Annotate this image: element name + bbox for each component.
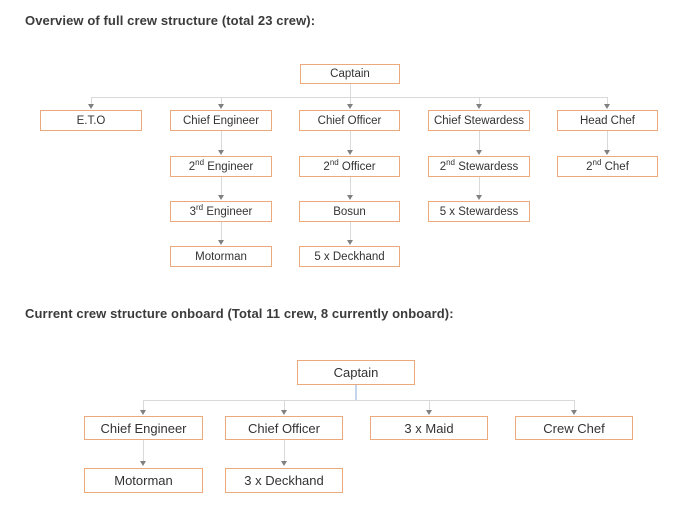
connector [350,222,351,240]
node-motorman-full: Motorman [170,246,272,267]
connector [479,177,480,195]
node-bosun: Bosun [299,201,400,222]
arrowhead-icon [475,104,482,109]
node-maid-group: 3 x Maid [370,416,488,440]
full-crew-chart-title: Overview of full crew structure (total 2… [25,13,316,28]
node-second-engineer: 2nd Engineer [170,156,272,177]
connector [143,400,574,401]
arrowhead-icon [425,410,432,415]
node-deckhand-group-current: 3 x Deckhand [225,468,343,493]
connector [607,131,608,150]
node-head-chef: Head Chef [557,110,658,131]
connector [350,177,351,195]
connector [479,131,480,150]
current-crew-chart-title: Current crew structure onboard (Total 11… [25,306,454,321]
node-stewardess-group: 5 x Stewardess [428,201,530,222]
arrowhead-icon [217,104,224,109]
arrowhead-icon [475,150,482,155]
connector [350,131,351,150]
arrowhead-icon [346,104,353,109]
arrowhead-icon [475,195,482,200]
node-eto: E.T.O [40,110,142,131]
node-second-officer: 2nd Officer [299,156,400,177]
arrowhead-icon [280,461,287,466]
arrowhead-icon [87,104,94,109]
connector [607,97,608,105]
node-captain-full: Captain [300,64,400,84]
connector [479,97,480,105]
connector [284,440,285,461]
node-deckhand-group-full: 5 x Deckhand [299,246,400,267]
arrowhead-icon [139,461,146,466]
connector [429,400,430,410]
connector [355,385,357,400]
node-chief-engineer-full: Chief Engineer [170,110,272,131]
arrowhead-icon [139,410,146,415]
node-chief-officer-current: Chief Officer [225,416,343,440]
arrowhead-icon [603,104,610,109]
arrowhead-icon [603,150,610,155]
connector [350,84,351,97]
node-chief-engineer-current: Chief Engineer [84,416,203,440]
node-chief-stewardess: Chief Stewardess [428,110,530,131]
node-motorman-current: Motorman [84,468,203,493]
arrowhead-icon [570,410,577,415]
node-captain-current: Captain [297,360,415,385]
arrowhead-icon [346,195,353,200]
connector [143,440,144,461]
arrowhead-icon [217,150,224,155]
connector [221,222,222,240]
connector [350,97,351,105]
connector [221,177,222,195]
connector [143,400,144,410]
node-second-stewardess: 2nd Stewardess [428,156,530,177]
connector [91,97,607,98]
node-third-engineer: 3rd Engineer [170,201,272,222]
connector [574,400,575,410]
node-second-chef: 2nd Chef [557,156,658,177]
connector [284,400,285,410]
arrowhead-icon [217,195,224,200]
arrowhead-icon [217,240,224,245]
node-chief-officer-full: Chief Officer [299,110,400,131]
arrowhead-icon [346,150,353,155]
connector [91,97,92,105]
connector [221,97,222,105]
connector [221,131,222,150]
arrowhead-icon [280,410,287,415]
node-crew-chef: Crew Chef [515,416,633,440]
arrowhead-icon [346,240,353,245]
